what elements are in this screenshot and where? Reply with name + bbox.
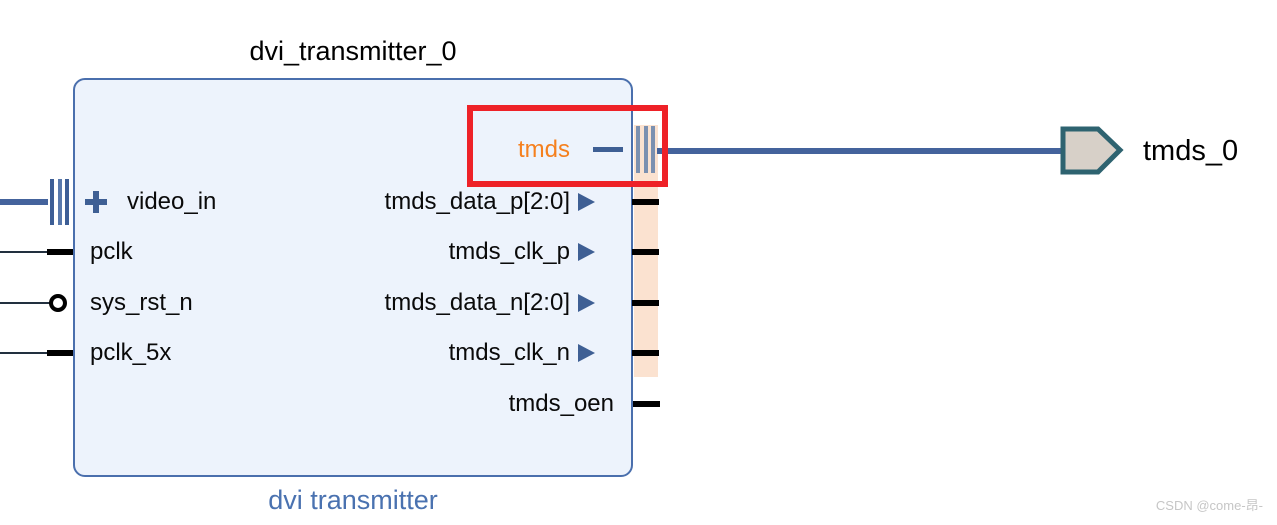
watermark-text: CSDN @come-昂- [1155, 498, 1263, 513]
red-highlight-box [467, 105, 668, 187]
pclk-5x-pin-stub[interactable] [47, 350, 73, 356]
output-arrow-icon [578, 294, 595, 312]
video-in-interface-pin-icon[interactable] [65, 179, 69, 225]
active-low-bubble-icon[interactable] [49, 294, 67, 312]
port-label-sys-rst-n[interactable]: sys_rst_n [90, 289, 193, 316]
tmds-interface-pin-icon[interactable] [651, 126, 655, 173]
tmds-interface-dash-icon [593, 147, 623, 152]
output-arrow-icon [578, 344, 595, 362]
port-label-tmds-data-n[interactable]: tmds_data_n[2:0] [384, 289, 570, 316]
sys-rst-n-wire[interactable] [0, 302, 50, 304]
video-in-interface-pin-icon[interactable] [58, 179, 62, 225]
tmds-interface-pin-icon[interactable] [644, 126, 648, 173]
block-instance-name: dvi_transmitter_0 [249, 36, 457, 66]
tmds-oen-pin-stub[interactable] [633, 401, 660, 407]
tmds-net-wire[interactable] [657, 148, 1066, 154]
pclk-wire[interactable] [0, 251, 48, 253]
expand-plus-icon[interactable] [83, 189, 109, 215]
port-label-tmds-clk-p[interactable]: tmds_clk_p [448, 238, 570, 265]
tmds-clk-p-pin-stub[interactable] [632, 249, 659, 255]
block-type-name: dvi transmitter [268, 485, 438, 515]
port-label-pclk-5x[interactable]: pclk_5x [90, 339, 172, 366]
tmds-clk-n-pin-stub[interactable] [632, 350, 659, 356]
external-port-label[interactable]: tmds_0 [1143, 135, 1239, 167]
video-in-wire[interactable] [0, 199, 48, 205]
pclk-pin-stub[interactable] [47, 249, 73, 255]
port-label-tmds[interactable]: tmds [517, 136, 570, 163]
port-label-video-in[interactable]: video_in [127, 188, 217, 215]
external-port-tmds-0[interactable] [1060, 126, 1124, 176]
tmds-data-p-pin-stub[interactable] [632, 199, 659, 205]
port-label-pclk[interactable]: pclk [90, 238, 133, 265]
pclk-5x-wire[interactable] [0, 352, 48, 354]
tmds-interface-pin-icon[interactable] [636, 126, 640, 173]
output-arrow-icon [578, 243, 595, 261]
ip-block-dvi-transmitter[interactable] [73, 78, 633, 477]
video-in-interface-pin-icon[interactable] [50, 179, 54, 225]
port-label-tmds-oen[interactable]: tmds_oen [508, 390, 614, 417]
output-arrow-icon [578, 193, 595, 211]
port-label-tmds-data-p[interactable]: tmds_data_p[2:0] [384, 188, 570, 215]
port-label-tmds-clk-n[interactable]: tmds_clk_n [448, 339, 570, 366]
tmds-data-n-pin-stub[interactable] [632, 300, 659, 306]
